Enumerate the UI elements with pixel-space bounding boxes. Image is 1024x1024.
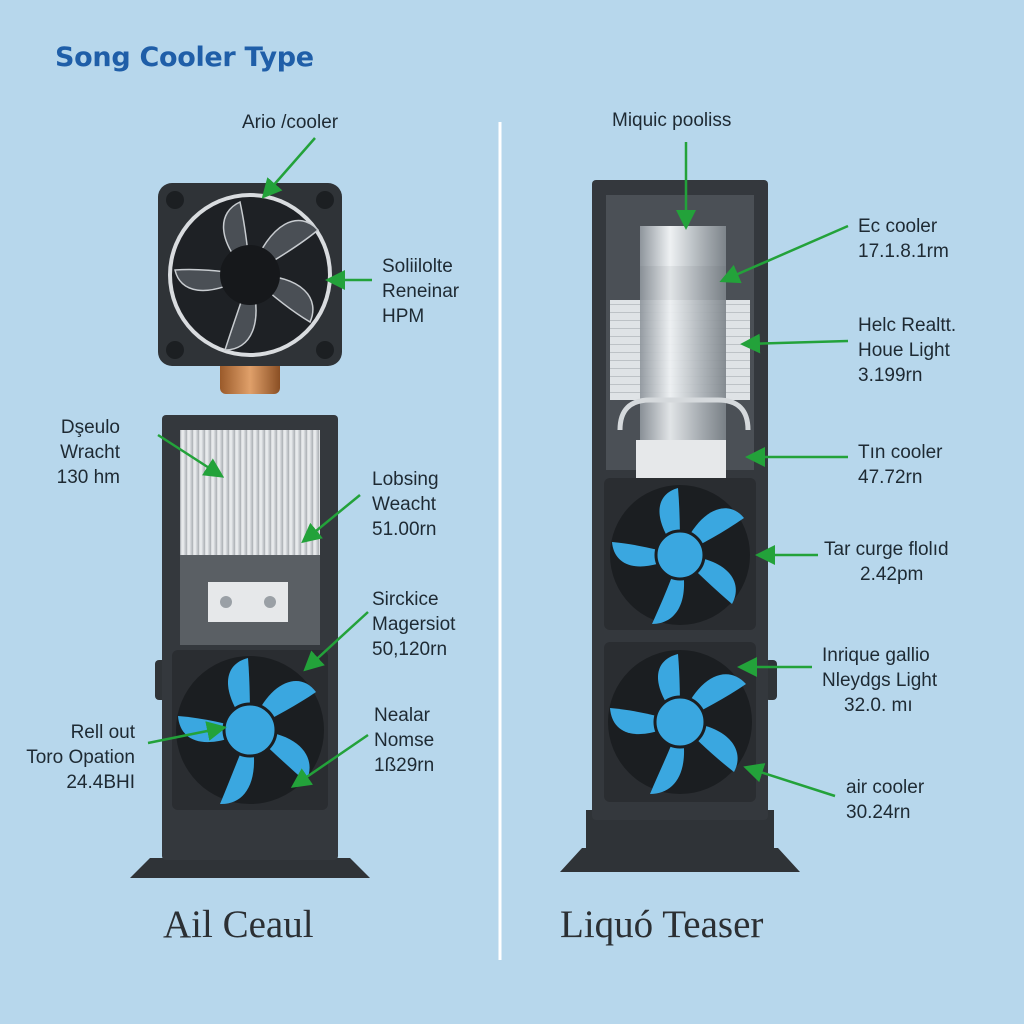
liquid-tower-cooler xyxy=(560,180,800,872)
air-tower-cooler xyxy=(130,415,370,878)
top-fan-cooler xyxy=(158,183,342,394)
pointer-arrows xyxy=(147,137,849,798)
right-caption: Liquó Teaser xyxy=(560,903,764,946)
left-caption: Ail Ceaul xyxy=(163,903,314,946)
page-title: Song Cooler Type xyxy=(55,42,314,73)
left-top-label: Ario /cooler xyxy=(242,112,339,133)
right-top-label: Miquic pooliss xyxy=(612,110,732,131)
